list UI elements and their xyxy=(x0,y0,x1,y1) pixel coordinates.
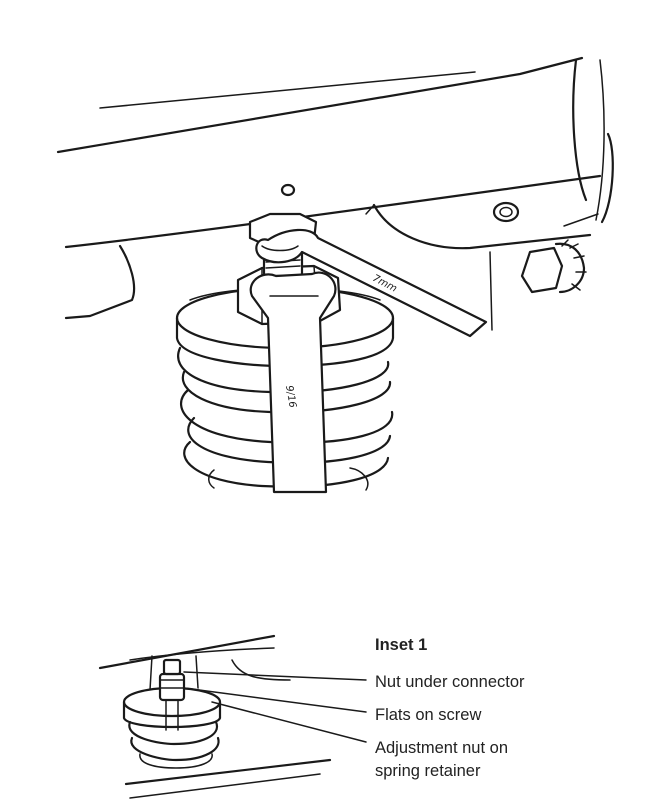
wrench-9-16-icon: 9/16 xyxy=(249,271,337,494)
leader-adjustment-nut xyxy=(211,701,367,743)
callout-nut-under-connector: Nut under connector xyxy=(375,671,525,694)
callout-line: Nut under connector xyxy=(375,673,525,691)
callout-line: Flats on screw xyxy=(375,706,482,724)
leader-flats-on-screw xyxy=(183,687,367,713)
chassis-hole-icon xyxy=(280,183,296,197)
callout-line: Adjustment nut on xyxy=(375,739,508,757)
inset-title: Inset 1 xyxy=(375,636,428,654)
chassis-bolt-icon xyxy=(492,201,520,223)
callout-adjustment-nut: Adjustment nut on spring retainer xyxy=(375,737,508,783)
wrench-7mm-icon: 7mm xyxy=(255,228,488,338)
wrench-label-lower: 9/16 xyxy=(283,385,298,409)
callout-flats-on-screw: Flats on screw xyxy=(375,704,481,727)
callout-line: spring retainer xyxy=(375,762,481,780)
inset-thumbnail xyxy=(98,634,332,799)
coil-spring xyxy=(177,346,394,491)
side-nut-icon xyxy=(520,239,587,294)
leader-nut-under-connector xyxy=(183,671,367,681)
callout-leader-lines xyxy=(183,671,367,743)
